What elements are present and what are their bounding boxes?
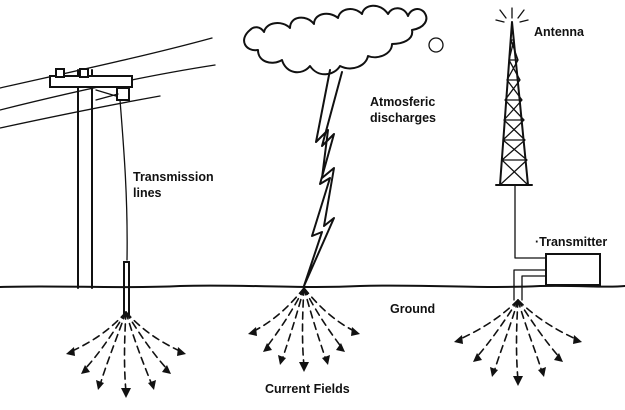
current-field-line <box>303 287 357 333</box>
ground-down-lead <box>119 99 128 261</box>
arrowhead <box>299 362 309 372</box>
current-field-line <box>281 287 305 361</box>
antenna-feed-line <box>514 184 547 259</box>
insulator <box>116 87 130 101</box>
overhead-wire <box>0 37 213 89</box>
ground-line <box>0 284 625 289</box>
arrowhead <box>538 367 546 377</box>
lightning-bolt-outline <box>303 69 343 287</box>
pole-cross-arm <box>49 75 133 88</box>
arrowhead <box>454 335 463 344</box>
label-ground: Ground <box>390 302 435 316</box>
arrowhead <box>81 365 90 374</box>
current-field-line <box>475 299 519 359</box>
arrowhead <box>66 347 75 356</box>
arrowhead <box>336 343 345 352</box>
current-field-line <box>99 311 127 386</box>
current-field-line <box>493 299 519 373</box>
arrowhead <box>322 355 330 365</box>
arrowhead <box>263 343 272 352</box>
label-transmission-lines: Transmission <box>133 170 214 184</box>
current-field-line <box>125 311 183 353</box>
tower-lattice <box>499 39 529 186</box>
label-atmospheric-discharges-2: discharges <box>370 111 436 125</box>
current-field-line <box>125 311 169 371</box>
current-field-line <box>515 299 519 381</box>
transmitter-ground-lead <box>513 269 547 286</box>
current-field-line <box>83 311 127 371</box>
cloud-outline <box>243 4 428 76</box>
pole-brace <box>95 93 119 101</box>
current-field-line <box>125 311 153 386</box>
insulator <box>79 68 89 78</box>
storm-cloud <box>243 4 444 76</box>
current-field-right <box>454 299 582 386</box>
arrowhead <box>490 367 498 377</box>
overhead-wire <box>0 95 161 129</box>
current-field-line <box>457 299 519 341</box>
arrowhead <box>121 388 131 398</box>
transmitter-box <box>545 253 601 286</box>
arrowhead <box>278 355 286 365</box>
antenna-tower <box>495 7 601 301</box>
current-field-line <box>303 287 327 361</box>
arrowhead <box>513 376 523 386</box>
cloud-puff <box>428 37 444 53</box>
label-atmospheric-discharges: Atmosferic <box>370 95 435 109</box>
current-field-line <box>265 287 305 349</box>
label-transmitter: ·Transmitter <box>535 235 607 249</box>
arrowhead <box>573 335 582 344</box>
current-field-line <box>69 311 127 353</box>
label-antenna: Antenna <box>534 25 585 39</box>
label-transmission-lines-2: lines <box>133 186 162 200</box>
insulator <box>55 68 65 78</box>
current-field-line <box>517 299 543 373</box>
label-current-fields: Current Fields <box>265 382 350 396</box>
current-field-line <box>301 287 305 367</box>
pole-shaft <box>77 69 93 289</box>
arrowhead <box>554 353 563 362</box>
arrowhead <box>248 327 257 336</box>
current-field-line <box>303 287 343 349</box>
current-field-line <box>517 299 579 341</box>
arrowhead <box>96 380 104 390</box>
arrowhead <box>177 347 186 356</box>
current-field-left <box>66 311 186 398</box>
current-field-center <box>248 287 360 372</box>
arrowhead <box>473 353 482 362</box>
arrowhead <box>351 327 360 336</box>
arrowhead <box>162 365 171 374</box>
current-field-line <box>251 287 305 333</box>
lightning-bolt <box>303 69 343 287</box>
antenna-radiation-icon <box>495 7 529 23</box>
arrowhead <box>148 380 156 390</box>
current-field-line <box>123 311 127 393</box>
current-field-line <box>517 299 561 359</box>
